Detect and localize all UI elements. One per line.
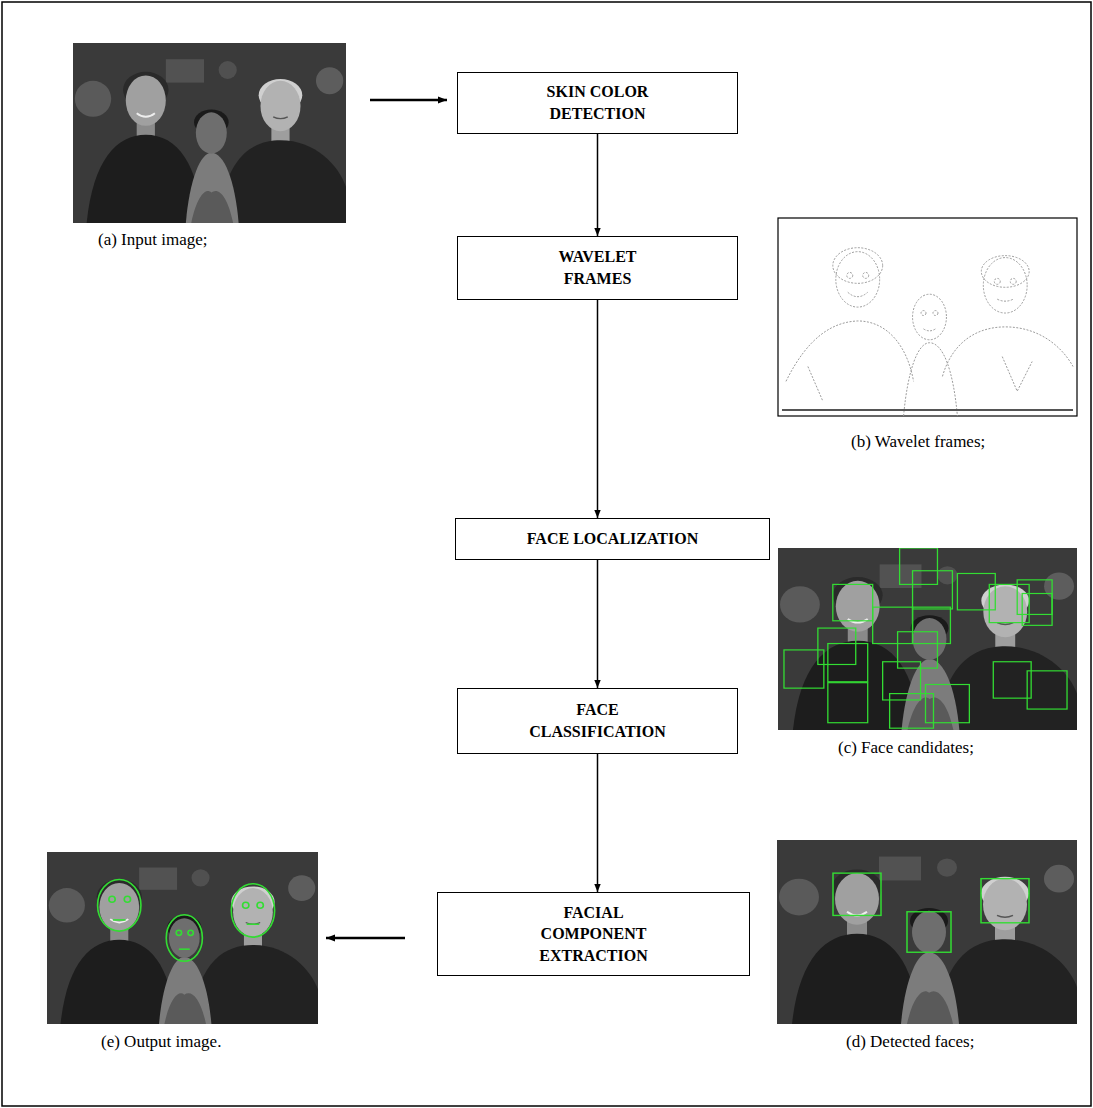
- output-photo: [47, 852, 318, 1024]
- box-label: FACE CLASSIFICATION: [518, 699, 678, 742]
- box-label: WAVELET FRAMES: [543, 246, 653, 289]
- figure-caption: (a) Input image;: [98, 230, 208, 250]
- process-box: FACIAL COMPONENT EXTRACTION: [437, 892, 750, 976]
- input-arrow: [370, 99, 447, 102]
- output-arrow: [326, 937, 405, 940]
- flow-arrow: [597, 300, 599, 518]
- process-box: WAVELET FRAMES: [457, 236, 738, 300]
- figure-caption: (e) Output image.: [101, 1032, 221, 1052]
- wavelet-illustration: [778, 218, 1077, 416]
- process-box: SKIN COLOR DETECTION: [457, 72, 738, 134]
- process-box: FACE CLASSIFICATION: [457, 688, 738, 754]
- figure-caption: (d) Detected faces;: [846, 1032, 974, 1052]
- detected-photo: [777, 840, 1077, 1024]
- flow-arrow: [597, 754, 599, 892]
- box-label: FACIAL COMPONENT EXTRACTION: [529, 902, 659, 967]
- process-box: FACE LOCALIZATION: [455, 518, 770, 560]
- candidates-photo: [778, 548, 1077, 730]
- box-label: SKIN COLOR DETECTION: [533, 81, 663, 124]
- flow-arrow: [597, 134, 599, 236]
- flow-arrow: [597, 560, 599, 688]
- input-photo: [73, 43, 346, 223]
- figure-caption: (c) Face candidates;: [838, 738, 974, 758]
- figure-caption: (b) Wavelet frames;: [851, 432, 985, 452]
- box-label: FACE LOCALIZATION: [527, 528, 698, 550]
